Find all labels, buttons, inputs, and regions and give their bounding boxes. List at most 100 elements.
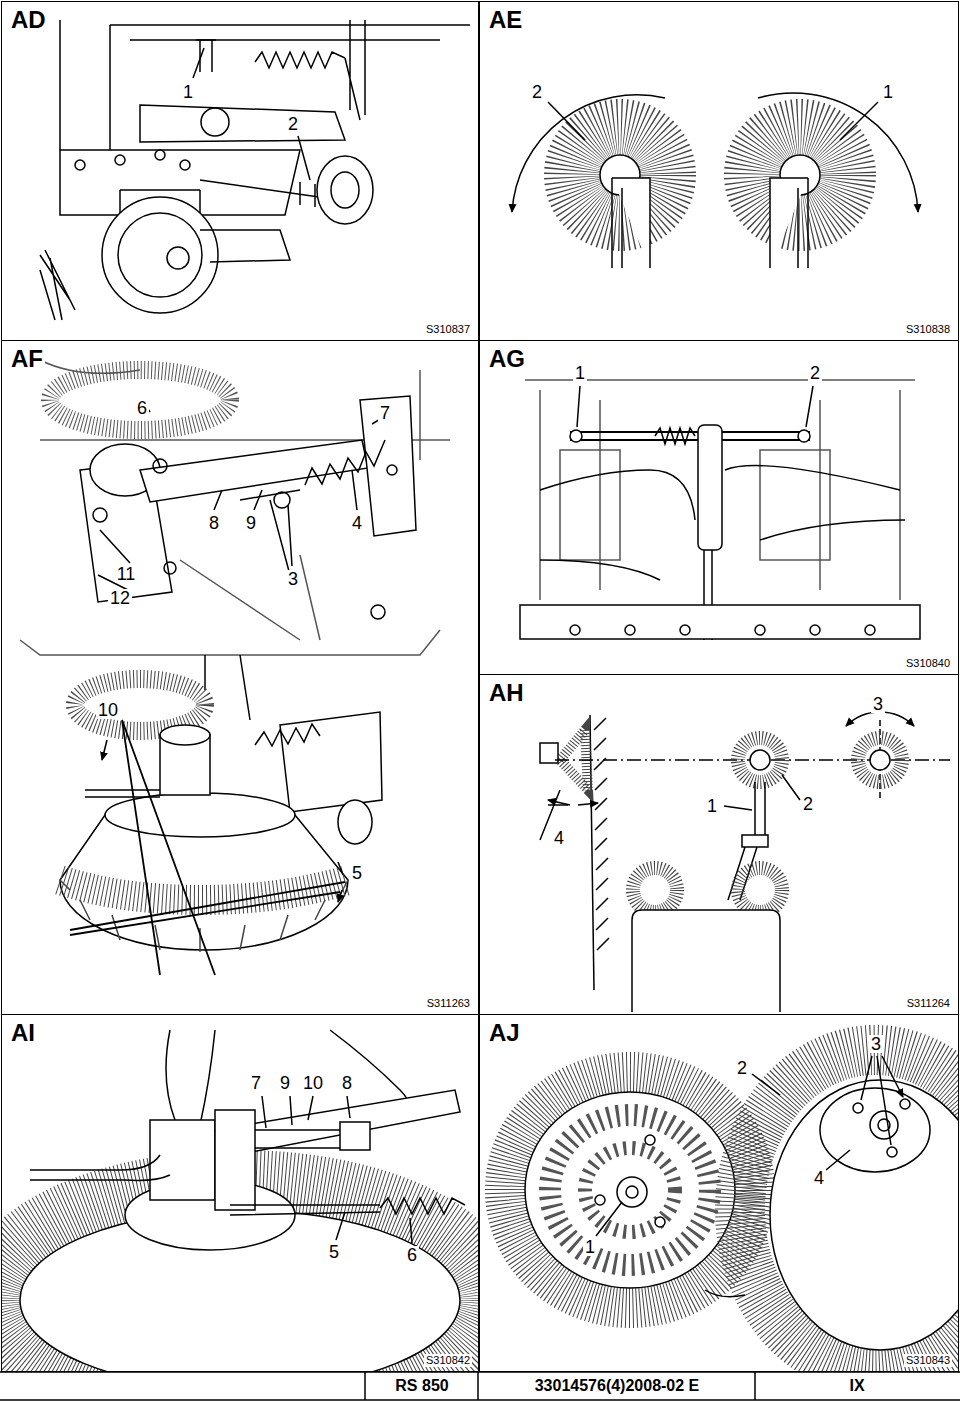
hole — [680, 625, 690, 635]
panel-letter: AI — [9, 1020, 37, 1046]
callout-number: 7 — [249, 1074, 263, 1092]
caster-rim — [118, 213, 202, 297]
hose — [540, 466, 905, 581]
brush — [738, 738, 782, 782]
figure-panel: AJS310843 — [479, 1014, 959, 1372]
joint — [742, 835, 768, 847]
figure-panel: AGS310840 — [479, 340, 959, 675]
leader-line — [840, 102, 878, 140]
rotation-arrow — [846, 712, 914, 726]
tilt-arrow — [338, 862, 343, 902]
brush — [633, 868, 677, 912]
frame-lines — [60, 20, 470, 150]
rod-end — [570, 430, 582, 442]
mount-plate — [820, 1088, 930, 1172]
brush-mounting — [505, 1050, 959, 1370]
leader-line — [548, 102, 585, 140]
wall-hatch — [594, 718, 609, 950]
callout-number: 1 — [583, 1238, 597, 1256]
callout-number: 3 — [869, 1035, 883, 1053]
figure-panel: AF S311263 — [1, 340, 479, 1015]
caster-hub — [167, 247, 189, 269]
callout-number: 1 — [181, 83, 195, 101]
connector-line — [205, 655, 250, 720]
brush-rotation — [512, 93, 918, 268]
hole — [755, 625, 765, 635]
callout-number: 5 — [327, 1243, 341, 1261]
bolt — [853, 1103, 863, 1113]
background-lines — [525, 380, 915, 600]
hole — [625, 625, 635, 635]
callout-number: 11 — [115, 565, 138, 583]
hole — [865, 625, 875, 635]
brush-disk — [525, 1092, 735, 1288]
caster-assembly — [40, 20, 470, 320]
bolt — [164, 562, 176, 574]
hub — [870, 1111, 898, 1139]
bolt — [645, 1135, 655, 1145]
brush-adjustment — [540, 712, 950, 1012]
lower-arm — [230, 1205, 380, 1215]
figure-code: S310838 — [904, 323, 952, 336]
motor-top — [160, 725, 210, 745]
hose — [30, 1155, 170, 1180]
tank-block — [560, 450, 620, 560]
figure-panel: AI S310842 — [1, 1014, 479, 1372]
callout-number: 3 — [871, 695, 885, 713]
cylinder — [698, 425, 722, 550]
angle-arrow — [548, 800, 570, 805]
nut — [340, 1122, 370, 1150]
bolt — [155, 150, 165, 160]
table-cell: IX — [847, 1378, 866, 1394]
callout-number: 9 — [244, 514, 258, 532]
leader-line — [98, 400, 382, 590]
callout-number: 10 — [301, 1074, 325, 1092]
table-lines — [0, 1372, 960, 1400]
hub-center — [626, 1186, 638, 1198]
brush-bristles — [740, 1050, 959, 1370]
callout-number: 4 — [552, 829, 566, 847]
panel-letter: AD — [9, 7, 48, 33]
bolt — [153, 459, 167, 473]
bolt — [387, 465, 397, 475]
callout-number: 4 — [350, 514, 364, 532]
leader-line — [724, 775, 800, 810]
callout-number: 2 — [808, 364, 822, 382]
brush-hub — [870, 750, 890, 770]
caster-wheel — [102, 197, 218, 313]
bolt — [180, 160, 190, 170]
leader-line — [577, 386, 813, 427]
callout-number: 8 — [340, 1074, 354, 1092]
figure-code: S310842 — [424, 1354, 472, 1367]
spring — [655, 428, 695, 444]
vehicle-body — [632, 910, 780, 1012]
brush-hub — [750, 750, 770, 770]
spring — [255, 724, 320, 746]
hole — [570, 625, 580, 635]
callout-number: 2 — [530, 83, 544, 101]
rotation-arrow — [512, 95, 665, 212]
bolt — [655, 1217, 665, 1227]
table-cell: 33014576(4)2008-02 E — [533, 1378, 702, 1394]
plate-edge — [200, 230, 290, 262]
callout-number: 1 — [705, 797, 719, 815]
tilt-arrow — [102, 740, 107, 760]
callout-number: 3 — [286, 570, 300, 588]
frame-lines — [20, 555, 440, 655]
panel-letter: AF — [9, 346, 45, 372]
callout-number: 8 — [207, 514, 221, 532]
mount-plate — [280, 712, 382, 812]
bracket — [215, 1110, 255, 1210]
adjust-rod — [240, 490, 300, 575]
figure-code: S310843 — [904, 1354, 952, 1367]
callout-number: 10 — [96, 701, 120, 719]
bolt — [371, 605, 385, 619]
brush — [858, 738, 902, 782]
figure-code: S311263 — [425, 997, 472, 1010]
piston-rod — [570, 432, 810, 440]
spring — [305, 440, 385, 485]
panel-letter: AE — [487, 7, 524, 33]
rod — [345, 20, 365, 120]
